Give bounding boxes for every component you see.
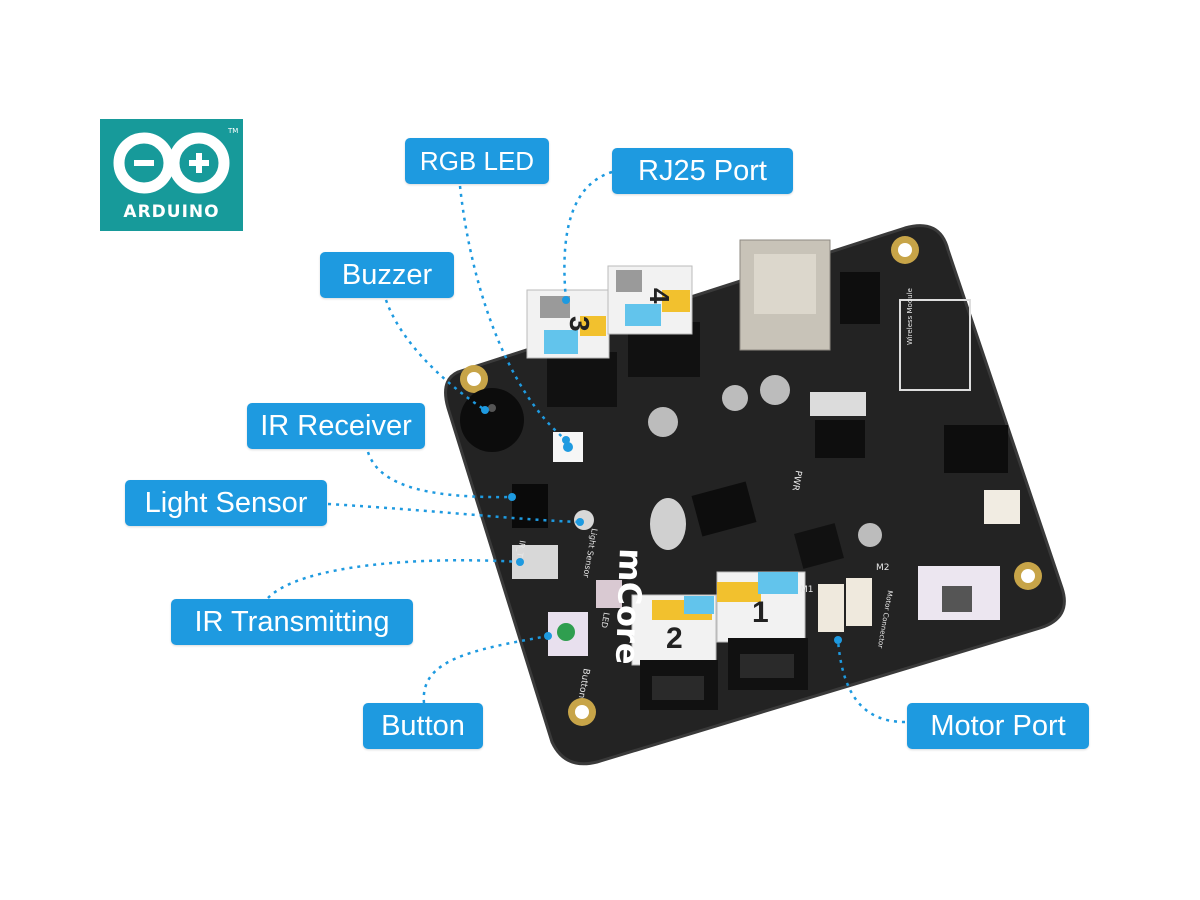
silk-pwr-label: PWR bbox=[789, 469, 802, 491]
silk-ir-t-label: IR_T bbox=[515, 540, 527, 558]
wireless-module-outline bbox=[899, 299, 971, 391]
infinity-icon bbox=[113, 132, 230, 194]
callout-ir-transmitting: IR Transmitting bbox=[171, 599, 413, 645]
leader-lines bbox=[267, 170, 906, 724]
callout-buzzer: Buzzer bbox=[320, 252, 454, 298]
silk-m1-label: M1 bbox=[800, 585, 814, 595]
microcontroller-chip bbox=[691, 481, 757, 537]
port-number-4: 4 bbox=[644, 288, 675, 304]
mcore-brand-text: mCore bbox=[608, 548, 650, 666]
mounting-holes bbox=[460, 236, 1042, 726]
buzzer-component bbox=[460, 388, 524, 452]
silk-m2-label: M2 bbox=[876, 563, 890, 573]
port-number-1: 1 bbox=[752, 596, 769, 629]
leader-rj25-port bbox=[563, 170, 613, 301]
ir-receiver-component bbox=[512, 484, 548, 528]
leader-ir-transmitting bbox=[267, 559, 521, 599]
leader-endpoints bbox=[481, 296, 842, 644]
rj25-port-4 bbox=[607, 265, 700, 377]
leader-rgb-led bbox=[458, 185, 567, 441]
callout-button: Button bbox=[363, 703, 483, 749]
port-number-2: 2 bbox=[666, 622, 683, 655]
silk-led-label: LED bbox=[599, 612, 611, 629]
silk-wireless-label: Wireless Module bbox=[906, 288, 914, 345]
leader-button bbox=[422, 634, 549, 704]
rj25-port-3 bbox=[526, 289, 617, 407]
header-pins bbox=[840, 272, 880, 324]
rj25-port-1 bbox=[716, 571, 808, 690]
arduino-logo: TM ARDUINO bbox=[100, 119, 243, 231]
callout-motor-port: Motor Port bbox=[907, 703, 1089, 749]
motor-connector bbox=[984, 490, 1020, 524]
arduino-logo-text: ARDUINO bbox=[123, 202, 220, 222]
callout-rj25-port: RJ25 Port bbox=[612, 148, 793, 194]
rj25-port-2 bbox=[631, 594, 718, 710]
callout-rgb-led: RGB LED bbox=[405, 138, 549, 184]
crystal bbox=[810, 392, 866, 416]
port-number-3: 3 bbox=[564, 316, 595, 332]
power-jack bbox=[944, 425, 1008, 473]
callout-ir-receiver: IR Receiver bbox=[247, 403, 425, 449]
leader-ir-receiver bbox=[366, 451, 513, 499]
callout-light-sensor: Light Sensor bbox=[125, 480, 327, 526]
trademark-mark: TM bbox=[228, 127, 239, 135]
